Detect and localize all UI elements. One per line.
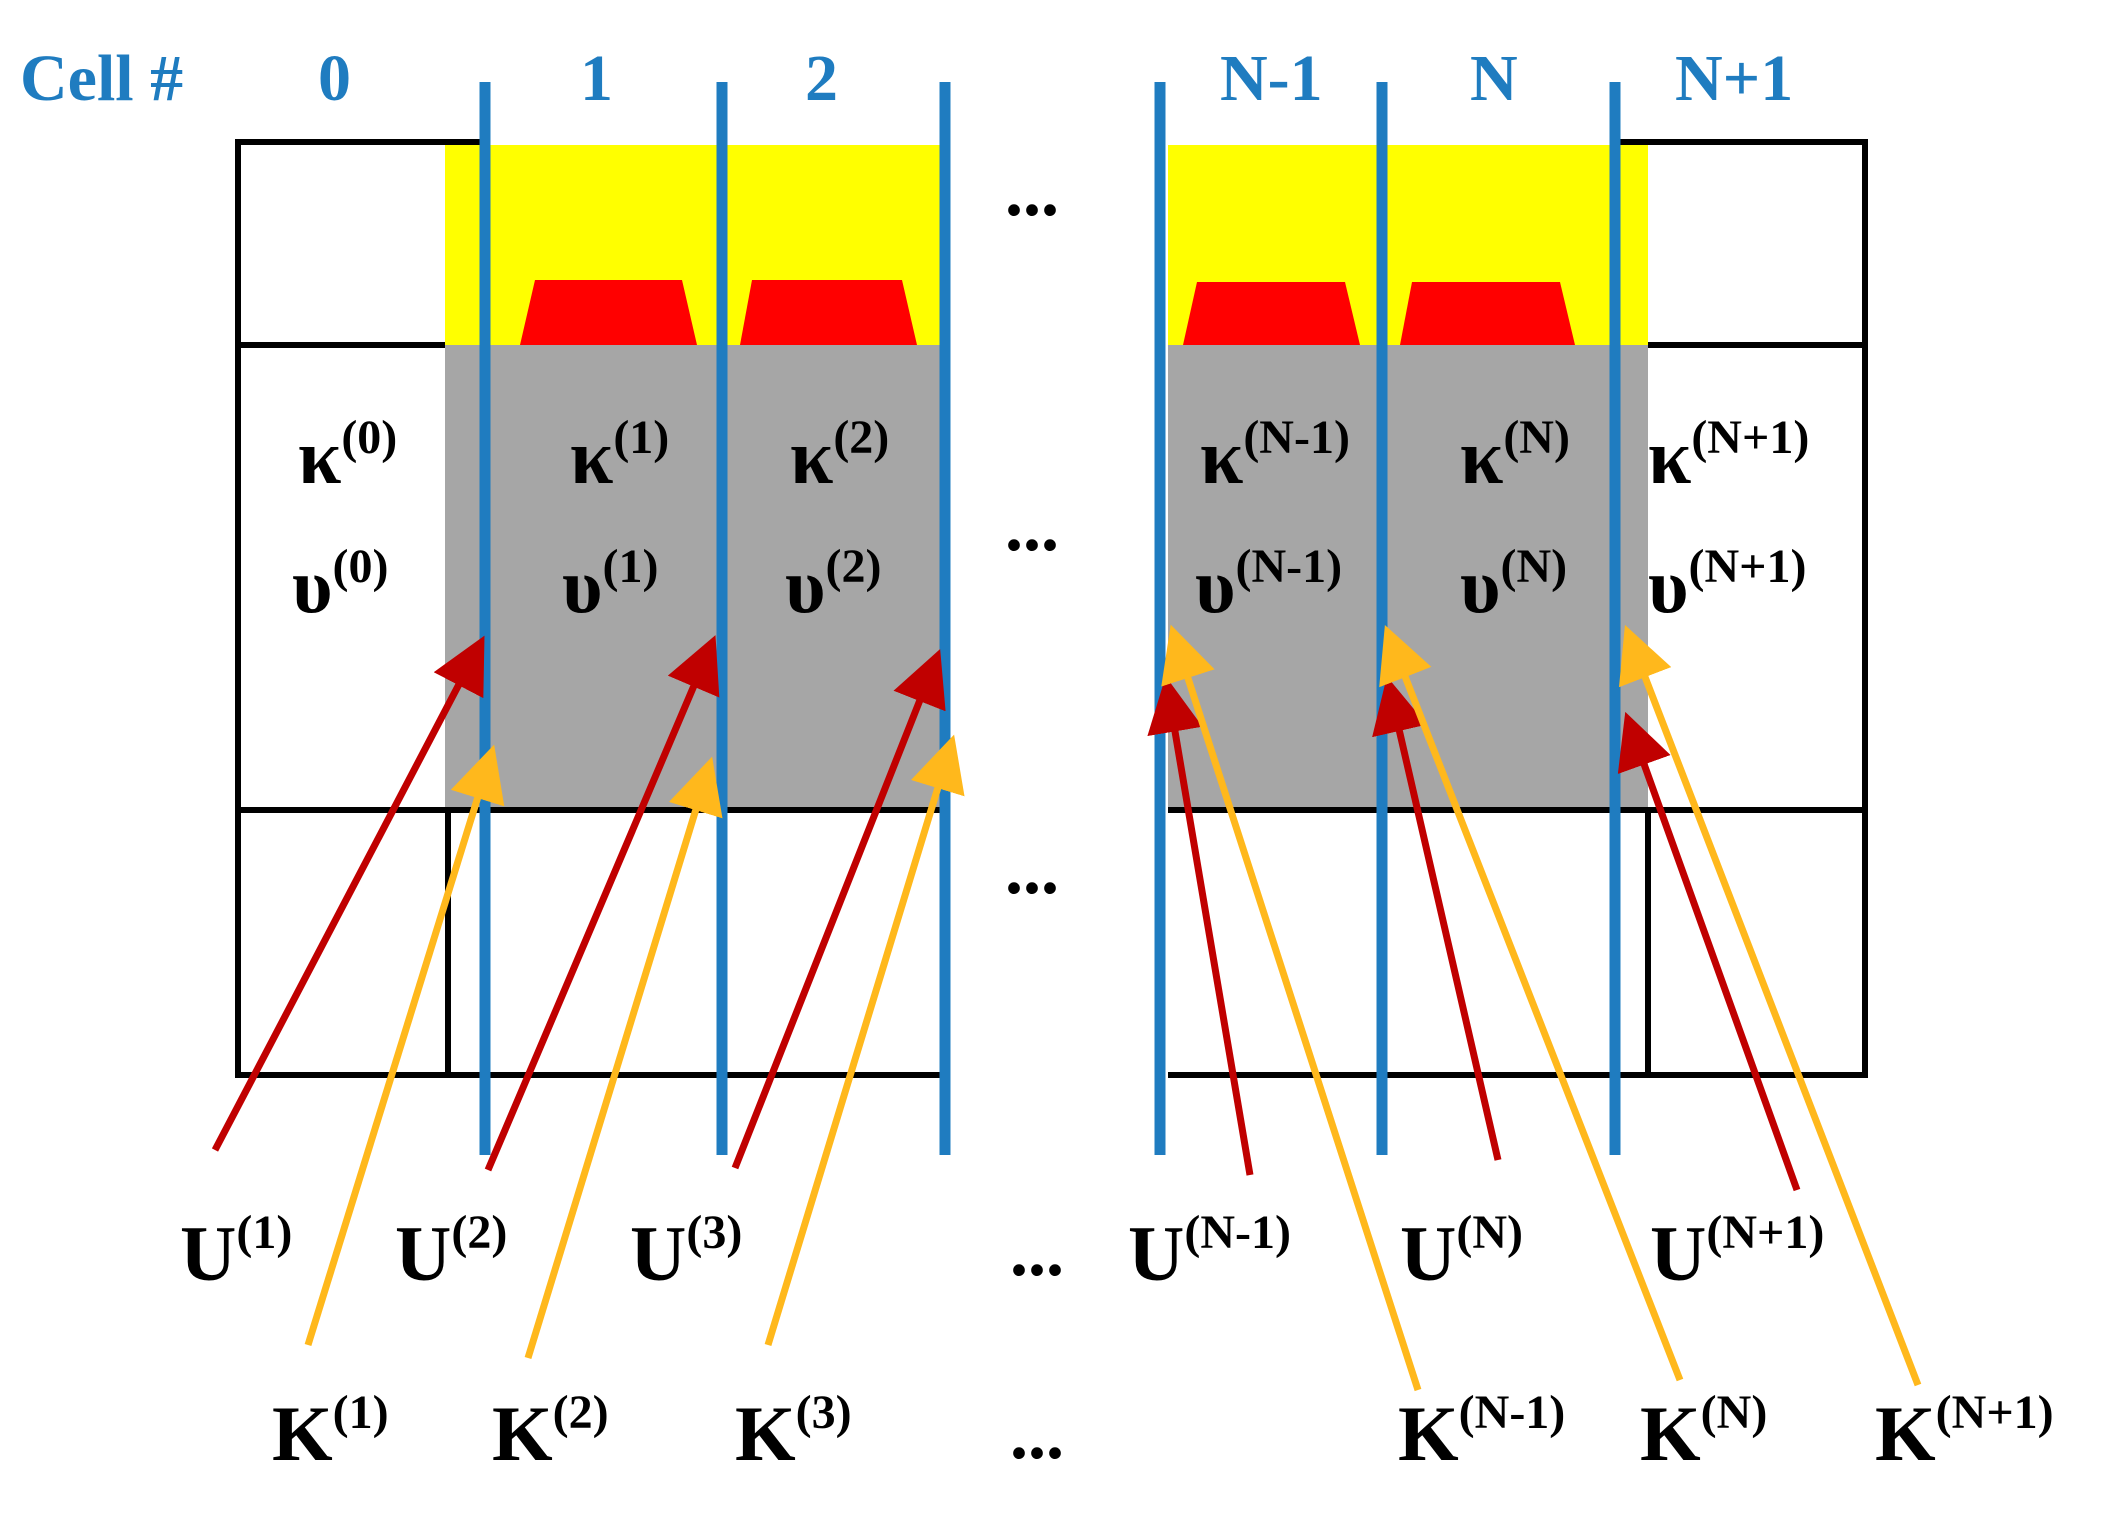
k-label-n+1: K(N+1) xyxy=(1875,1386,2054,1477)
ellipses: ... ... ... ... ... xyxy=(1005,151,1064,1474)
cell-index-0: 0 xyxy=(318,42,351,115)
u-arrow-1 xyxy=(211,635,485,1152)
ellipsis-bottom: ... xyxy=(1005,829,1059,909)
k-arrow-3 xyxy=(764,734,965,1347)
cell-index-2: 2 xyxy=(805,42,838,115)
ellipsis-top: ... xyxy=(1005,151,1059,231)
k-arrow-2 xyxy=(524,756,723,1360)
u-label-2: U(2) xyxy=(395,1206,507,1297)
kappa-label-n: κ(N) xyxy=(1460,411,1570,500)
u-label-n+1: U(N+1) xyxy=(1650,1206,1824,1297)
electrode-n-1 xyxy=(1183,282,1360,345)
k-label-2: K(2) xyxy=(492,1386,609,1477)
electrodes xyxy=(520,280,1575,345)
k-arrow-n xyxy=(1379,624,1684,1382)
upsilon-labels: υ(0) υ(1) υ(2) υ(N-1) υ(N) υ(N+1) xyxy=(292,540,1806,629)
kappa-label-0: κ(0) xyxy=(298,411,397,500)
k-label-1: K(1) xyxy=(272,1386,389,1477)
u-arrow-n+1 xyxy=(1617,711,1801,1192)
kappa-label-1: κ(1) xyxy=(570,411,669,500)
cell-index-n: N xyxy=(1470,42,1518,115)
u-labels: U(1) U(2) U(3) U(N-1) U(N) U(N+1) xyxy=(180,1206,1824,1297)
k-arrow-n-1 xyxy=(1161,624,1422,1392)
cell-header: Cell # 0 1 2 N-1 N N+1 xyxy=(20,42,1793,115)
upsilon-label-0: υ(0) xyxy=(292,540,388,629)
ellipsis-k-row: ... xyxy=(1010,1394,1064,1474)
cell-number-label: Cell # xyxy=(20,42,183,115)
outline-left-top xyxy=(235,139,940,1078)
outline-right-top xyxy=(1168,139,1868,1078)
upsilon-label-n-1: υ(N-1) xyxy=(1195,540,1342,629)
electrode-2 xyxy=(740,280,917,345)
u-arrow-n xyxy=(1372,676,1502,1161)
u-arrow-n-1 xyxy=(1147,676,1254,1176)
k-arrow-1 xyxy=(304,744,505,1347)
kappa-label-2: κ(2) xyxy=(790,411,889,500)
cell-index-n+1: N+1 xyxy=(1675,42,1793,115)
kappa-label-n-1: κ(N-1) xyxy=(1200,411,1350,500)
upsilon-label-2: υ(2) xyxy=(785,540,881,629)
u-label-3: U(3) xyxy=(630,1206,742,1297)
electrode-1 xyxy=(520,280,697,345)
k-arrow-n+1 xyxy=(1618,624,1922,1387)
upsilon-label-n: υ(N) xyxy=(1460,540,1567,629)
middle-layer-left xyxy=(445,345,940,810)
cell-outlines xyxy=(235,139,1868,1078)
ellipsis-u-row: ... xyxy=(1010,1211,1064,1291)
u-label-n: U(N) xyxy=(1400,1206,1523,1297)
interface-lines xyxy=(479,82,1621,1155)
k-label-n-1: K(N-1) xyxy=(1398,1386,1565,1477)
k-label-n: K(N) xyxy=(1640,1386,1767,1477)
u-arrows xyxy=(211,635,1801,1192)
cell-index-n-1: N-1 xyxy=(1220,42,1323,115)
u-label-n-1: U(N-1) xyxy=(1128,1206,1291,1297)
k-labels: K(1) K(2) K(3) K(N-1) K(N) K(N+1) xyxy=(272,1386,2054,1477)
u-arrow-2 xyxy=(484,635,720,1172)
kappa-label-n+1: κ(N+1) xyxy=(1648,411,1809,500)
k-arrows xyxy=(304,624,1922,1392)
ellipsis-middle: ... xyxy=(1005,486,1059,566)
kappa-labels: κ(0) κ(1) κ(2) κ(N-1) κ(N) κ(N+1) xyxy=(298,411,1809,500)
layer-fills xyxy=(445,145,1648,810)
u-label-1: U(1) xyxy=(180,1206,292,1297)
u-arrow-3 xyxy=(731,648,946,1170)
k-label-3: K(3) xyxy=(735,1386,852,1477)
electrode-n xyxy=(1400,282,1575,345)
upsilon-label-n+1: υ(N+1) xyxy=(1648,540,1806,629)
upsilon-label-1: υ(1) xyxy=(562,540,658,629)
cell-index-1: 1 xyxy=(580,42,613,115)
